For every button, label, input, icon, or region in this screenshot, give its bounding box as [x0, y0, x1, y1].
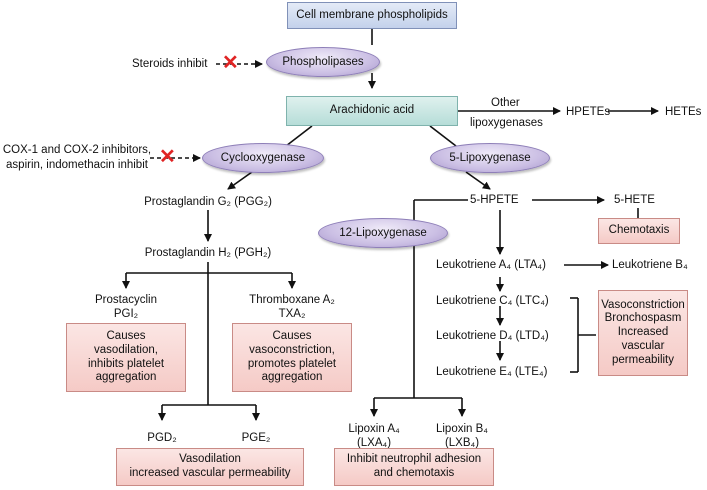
hetes-label: HETEs	[665, 106, 702, 118]
other-lipoxygenases-label-line1: Other	[491, 97, 520, 109]
lipoxin-b4-label: Lipoxin B₄	[435, 423, 488, 435]
twelve-lipoxygenase-label: 12-Lipoxygenase	[339, 227, 427, 239]
arachidonic-acid-box: Arachidonic acid	[286, 96, 458, 126]
steroids-inhibit-label: Steroids inhibit	[132, 58, 208, 70]
chemotaxis-label: Chemotaxis	[608, 224, 670, 237]
ltd4-label: Leukotriene D₄ (LTD₄)	[436, 330, 549, 342]
leukotriene-effect-line4: vascular	[621, 339, 665, 352]
chemotaxis-box: Chemotaxis	[598, 218, 680, 244]
txa2-effect-line2: vasoconstriction,	[249, 343, 335, 356]
pgd2-label: PGD₂	[147, 432, 177, 444]
leukotriene-effect-line5: permeability	[612, 353, 674, 366]
leukotriene-effect-line1: Vasoconstriction	[601, 298, 685, 311]
txa2-effects-box: Causes vasoconstriction, promotes platel…	[232, 323, 352, 392]
lxb4-label: (LXB₄)	[444, 437, 480, 449]
prostacyclin-label: Prostacyclin	[95, 294, 157, 306]
lipoxin-a4-label: Lipoxin A₄	[348, 423, 400, 435]
pgi2-effects-box: Causes vasodilation, inhibits platelet a…	[66, 323, 186, 392]
txa2-effect-line1: Causes	[272, 329, 312, 342]
leukotriene-effect-line3: Increased	[617, 326, 669, 339]
five-lipoxygenase-label: 5-Lipoxygenase	[449, 152, 531, 164]
pgi2-effect-line1: Causes	[106, 329, 146, 342]
five-hpete-label: 5-HPETE	[470, 194, 519, 206]
cox-inhibitors-label-line2: aspirin, indomethacin inhibit	[6, 159, 148, 171]
ltc4-label: Leukotriene C₄ (LTC₄)	[436, 295, 549, 307]
pgi2-effect-line3: inhibits platelet	[87, 357, 165, 370]
pgi2-effect-line4: aggregation	[95, 371, 157, 384]
leukotriene-effects-box: Vasoconstriction Bronchospasm Increased …	[598, 290, 688, 376]
lxa4-label: (LXA₄)	[356, 437, 392, 449]
pgd2-pge2-effects-box: Vasodilation increased vascular permeabi…	[116, 448, 304, 486]
lipoxin-effects-box: Inhibit neutrophil adhesion and chemotax…	[334, 448, 494, 486]
txa2-effect-line4: aggregation	[261, 371, 323, 384]
cell-membrane-phospholipids-box: Cell membrane phospholipids	[287, 2, 457, 29]
pgi2-label: PGI₂	[113, 308, 139, 320]
pgh2-label: Prostaglandin H₂ (PGH₂)	[144, 247, 272, 259]
hpetes-label: HPETEs	[566, 106, 611, 118]
cyclooxygenase-label: Cyclooxygenase	[220, 152, 306, 164]
cyclooxygenase-enzyme-oval: Cyclooxygenase	[202, 143, 324, 173]
pgd-effect-line1: Vasodilation	[179, 453, 241, 466]
ltb4-label: Leukotriene B₄	[612, 259, 688, 271]
steroid-inhibition-x-icon: ✕	[222, 52, 239, 74]
leukotriene-effect-line2: Bronchospasm	[604, 312, 682, 325]
cox-inhibition-x-icon: ✕	[159, 146, 176, 168]
pgi2-effect-line2: vasodilation,	[94, 343, 158, 356]
txa2-label: TXA₂	[278, 308, 306, 320]
thromboxane-label: Thromboxane A₂	[249, 294, 335, 306]
twelve-lipoxygenase-enzyme-oval: 12-Lipoxygenase	[318, 218, 448, 248]
lta4-label: Leukotriene A₄ (LTA₄)	[436, 259, 546, 271]
five-lipoxygenase-enzyme-oval: 5-Lipoxygenase	[430, 143, 550, 173]
pge2-label: PGE₂	[241, 432, 271, 444]
lte4-label: Leukotriene E₄ (LTE₄)	[436, 366, 548, 378]
pgg2-label: Prostaglandin G₂ (PGG₂)	[144, 196, 272, 208]
pgd-effect-line2: increased vascular permeability	[129, 467, 291, 479]
arachidonic-acid-label: Arachidonic acid	[329, 104, 415, 117]
other-lipoxygenases-label-line2: lipoxygenases	[470, 117, 543, 129]
phospholipases-label: Phospholipases	[282, 56, 364, 68]
lipoxin-effect-line2: and chemotaxis	[373, 467, 455, 479]
phospholipases-enzyme-oval: Phospholipases	[266, 47, 380, 77]
txa2-effect-line3: promotes platelet	[247, 357, 337, 370]
five-hete-label: 5-HETE	[614, 194, 655, 206]
lipoxin-effect-line1: Inhibit neutrophil adhesion	[346, 453, 482, 466]
cell-membrane-label: Cell membrane phospholipids	[296, 8, 448, 21]
cox-inhibitors-label-line1: COX-1 and COX-2 inhibitors,	[2, 144, 152, 156]
